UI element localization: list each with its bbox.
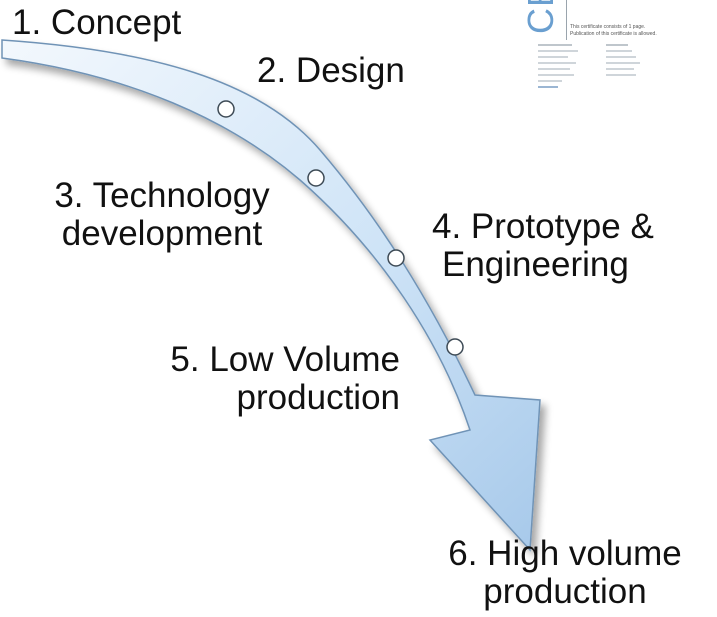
certificate-thumbnail: CE This certificate consists of 1 page. … xyxy=(520,0,680,96)
milestone-node-icon xyxy=(307,169,325,187)
step-1-label: 1. Concept xyxy=(12,4,181,42)
step-4-line-1: 4. Prototype & xyxy=(432,207,654,246)
milestone-node-icon xyxy=(387,249,405,267)
certificate-divider xyxy=(566,0,567,40)
certificate-caption-line-1: This certificate consists of 1 page. xyxy=(570,24,646,30)
step-1-line-1: 1. Concept xyxy=(12,3,182,42)
certificate-caption-line-2: Publication of this certificate is allow… xyxy=(570,31,657,37)
step-4-line-2: Engineering xyxy=(442,245,629,284)
step-6-line-2: production xyxy=(483,572,647,611)
milestone-node-icon xyxy=(217,100,235,118)
step-2-label: 2. Design xyxy=(257,52,405,90)
step-4-label: 4. Prototype & Engineering xyxy=(432,208,654,284)
step-3-line-2: development xyxy=(61,214,263,253)
certificate-logo: CE xyxy=(520,0,561,34)
milestone-node-icon xyxy=(446,338,464,356)
step-6-line-1: 6. High volume xyxy=(448,534,682,573)
curved-arrow-shape xyxy=(1,39,541,552)
certificate-fine-print xyxy=(538,44,668,92)
step-5-line-2: production xyxy=(236,378,400,417)
step-5-label: 5. Low Volume production xyxy=(150,341,400,417)
step-6-label: 6. High volume production xyxy=(430,535,700,611)
certificate-caption: This certificate consists of 1 page. Pub… xyxy=(570,24,657,38)
step-2-line-1: 2. Design xyxy=(257,51,405,90)
step-3-line-1: 3. Technology xyxy=(54,176,270,215)
milestone-nodes xyxy=(217,100,464,356)
step-5-line-1: 5. Low Volume xyxy=(170,340,400,379)
step-3-label: 3. Technology development xyxy=(46,177,278,253)
